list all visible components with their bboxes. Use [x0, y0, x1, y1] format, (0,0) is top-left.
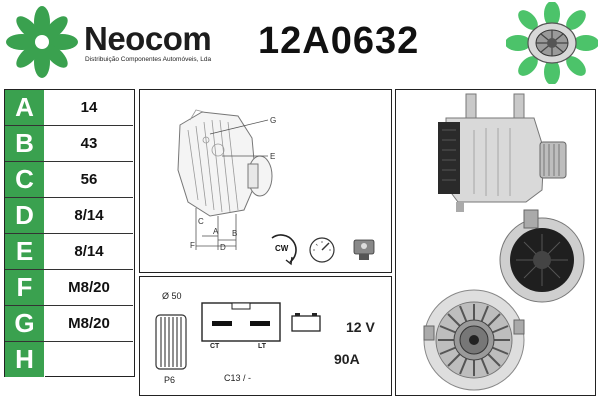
- spec-value: 56: [80, 171, 98, 188]
- spec-row-h: H: [5, 342, 133, 378]
- alternator-line-drawing: G E C A B F D CW: [177, 109, 375, 266]
- diagram-label-g: G: [270, 116, 276, 125]
- connector-panel: Ø 50 P6 CT LT C13 / - 12 V 90A: [139, 276, 392, 396]
- part-number: 12A0632: [258, 20, 420, 62]
- amperage: 90A: [334, 351, 360, 367]
- spec-letter: D: [5, 198, 45, 233]
- neocom-logo-icon: [6, 6, 78, 78]
- spec-row-a: A 14: [5, 90, 133, 126]
- spec-value: M8/20: [68, 279, 110, 296]
- spec-row-d: D 8/14: [5, 198, 133, 234]
- spec-letter: F: [5, 270, 45, 305]
- connector-code: C13 / -: [224, 373, 252, 383]
- clockwise-rotation-icon: CW: [271, 234, 297, 266]
- rotation-label: CW: [275, 244, 289, 253]
- diagram-label-c: C: [198, 217, 204, 226]
- spec-row-e: E 8/14: [5, 234, 133, 270]
- spec-letter: A: [5, 90, 45, 125]
- voltage: 12 V: [346, 319, 375, 335]
- diagram-label-f: F: [190, 241, 195, 250]
- product-photo-panel: [395, 89, 596, 396]
- spec-letter: E: [5, 234, 45, 269]
- spec-letter: G: [5, 306, 45, 341]
- diagram-label-a: A: [213, 227, 219, 236]
- spec-row-g: G M8/20: [5, 306, 133, 342]
- spec-row-f: F M8/20: [5, 270, 133, 306]
- alternator-photo-icon: [423, 93, 585, 391]
- spec-table: A 14 B 43 C 56 D 8/14 E 8/14 F M8/20 G M…: [4, 89, 135, 377]
- spec-letter: H: [5, 342, 45, 377]
- diagram-label-d: D: [220, 243, 226, 252]
- pulley-diameter: Ø 50: [162, 291, 182, 301]
- spec-row-c: C 56: [5, 162, 133, 198]
- connector-plug-icon: [201, 302, 281, 342]
- battery-icon: [291, 313, 321, 332]
- spec-letter: C: [5, 162, 45, 197]
- spec-value: M8/20: [68, 315, 110, 332]
- spec-letter: B: [5, 126, 45, 161]
- alternator-thumbnail-icon: [506, 2, 598, 84]
- brand-name: Neocom: [84, 20, 212, 57]
- dimension-diagram-panel: G E C A B F D CW: [139, 89, 392, 273]
- terminal-ct: CT: [210, 343, 220, 350]
- terminal-lt: LT: [258, 343, 267, 350]
- spec-value: 8/14: [74, 243, 104, 260]
- brand-tagline: Distribuição Componentes Automóveis, Lda: [85, 56, 212, 63]
- pulley-type: P6: [164, 375, 176, 385]
- spec-value: 8/14: [74, 207, 104, 224]
- gauge-icon: [309, 237, 335, 263]
- spec-value: 14: [80, 99, 98, 116]
- spec-row-b: B 43: [5, 126, 133, 162]
- diagram-label-e: E: [270, 152, 275, 161]
- spec-value: 43: [80, 135, 98, 152]
- spec-value: [45, 342, 133, 377]
- diagram-label-b: B: [232, 229, 237, 238]
- pulley-icon: [155, 314, 187, 370]
- regulator-icon: [353, 239, 375, 260]
